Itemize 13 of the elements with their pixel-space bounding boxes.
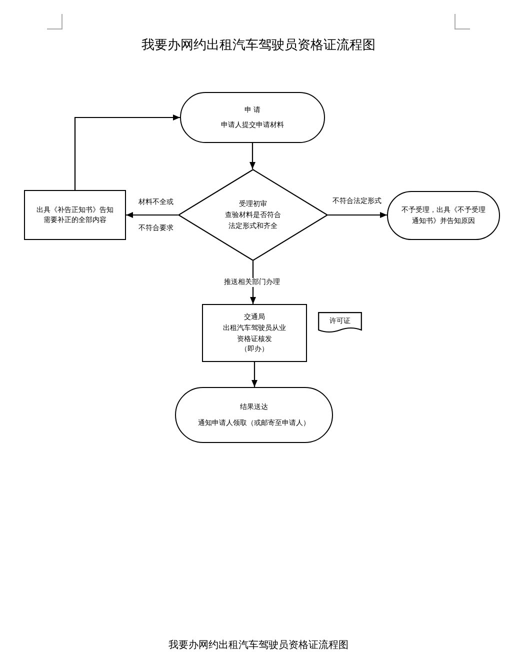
caption: 我要办网约出租汽车驾驶员资格证流程图 [168, 638, 350, 652]
arrow [328, 212, 387, 218]
end-terminal [387, 191, 500, 240]
arrow [126, 212, 178, 218]
title: 我要办网约出租汽车驾驶员资格证流程图 [140, 37, 376, 54]
start-terminal [180, 92, 325, 143]
process-box [24, 190, 126, 240]
arrow [252, 362, 258, 387]
document-shape [318, 312, 362, 333]
arrow [74, 114, 180, 190]
process-box [202, 304, 307, 362]
decision-diamond [178, 169, 328, 261]
arrow [250, 143, 256, 169]
